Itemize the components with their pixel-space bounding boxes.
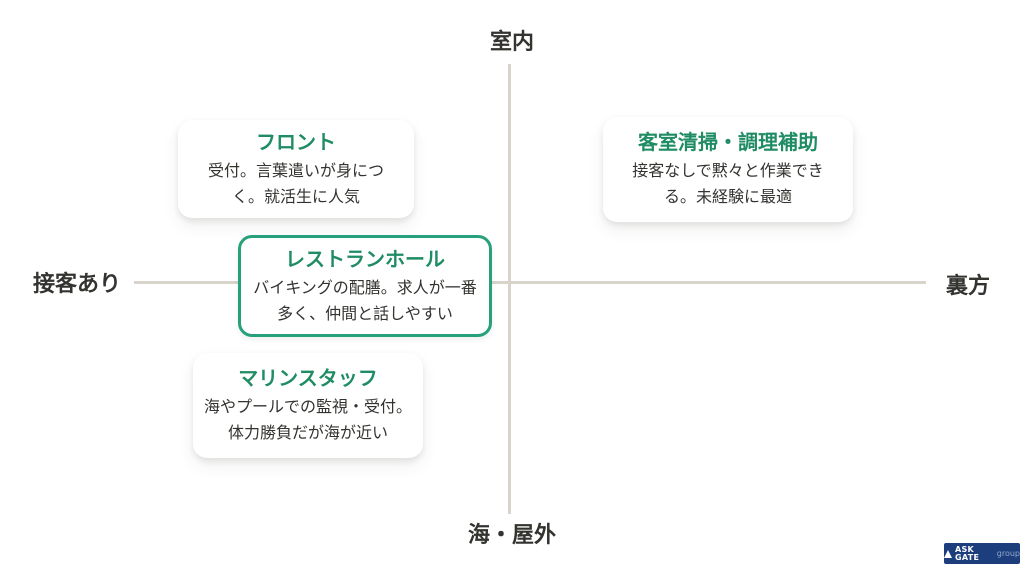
card-body-line: く。就活生に人気 — [231, 186, 360, 206]
axis-label-sea-outdoor: 海・屋外 — [467, 523, 556, 548]
card-front-desk: フロント 受付。言葉遣いが身につ く。就活生に人気 — [178, 120, 414, 218]
card-title: フロント — [256, 129, 336, 154]
card-body-line: 体力勝負だが海が近い — [227, 423, 388, 442]
card-body-line: る。未経験に最適 — [663, 187, 792, 206]
axis-label-indoor: 室内 — [489, 30, 534, 55]
logo-suffix-text: group — [996, 548, 1020, 558]
card-marine-staff: マリンスタッフ 海やプールでの監視・受付。 体力勝負だが海が近い — [193, 353, 423, 458]
card-body-line: 受付。言葉遣いが身につ — [207, 160, 384, 180]
logo-triangle-icon — [944, 549, 952, 558]
card-body-line: 多く、仲間と話しやすい — [277, 303, 453, 323]
card-title: 客室清掃・調理補助 — [638, 130, 818, 155]
horizontal-axis-line — [134, 281, 926, 284]
askgate-logo: ASK GATE group — [944, 543, 1020, 564]
axis-label-backstage: 裏方 — [946, 274, 991, 299]
card-body-line: 接客なしで黙々と作業でき — [632, 161, 824, 181]
card-body-line: 海やプールでの監視・受付。 — [203, 397, 412, 417]
card-title: マリンスタッフ — [238, 366, 378, 391]
card-restaurant-hall: レストランホール バイキングの配膳。求人が一番 多く、仲間と話しやすい — [238, 235, 492, 337]
logo-brand-text: ASK GATE — [955, 544, 980, 562]
card-title: レストランホール — [285, 246, 445, 271]
card-body-line: バイキングの配膳。求人が一番 — [253, 277, 477, 297]
axis-label-customer-service: 接客あり — [33, 272, 122, 297]
vertical-axis-line — [508, 64, 511, 514]
card-room-cleaning: 客室清掃・調理補助 接客なしで黙々と作業でき る。未経験に最適 — [603, 117, 853, 222]
